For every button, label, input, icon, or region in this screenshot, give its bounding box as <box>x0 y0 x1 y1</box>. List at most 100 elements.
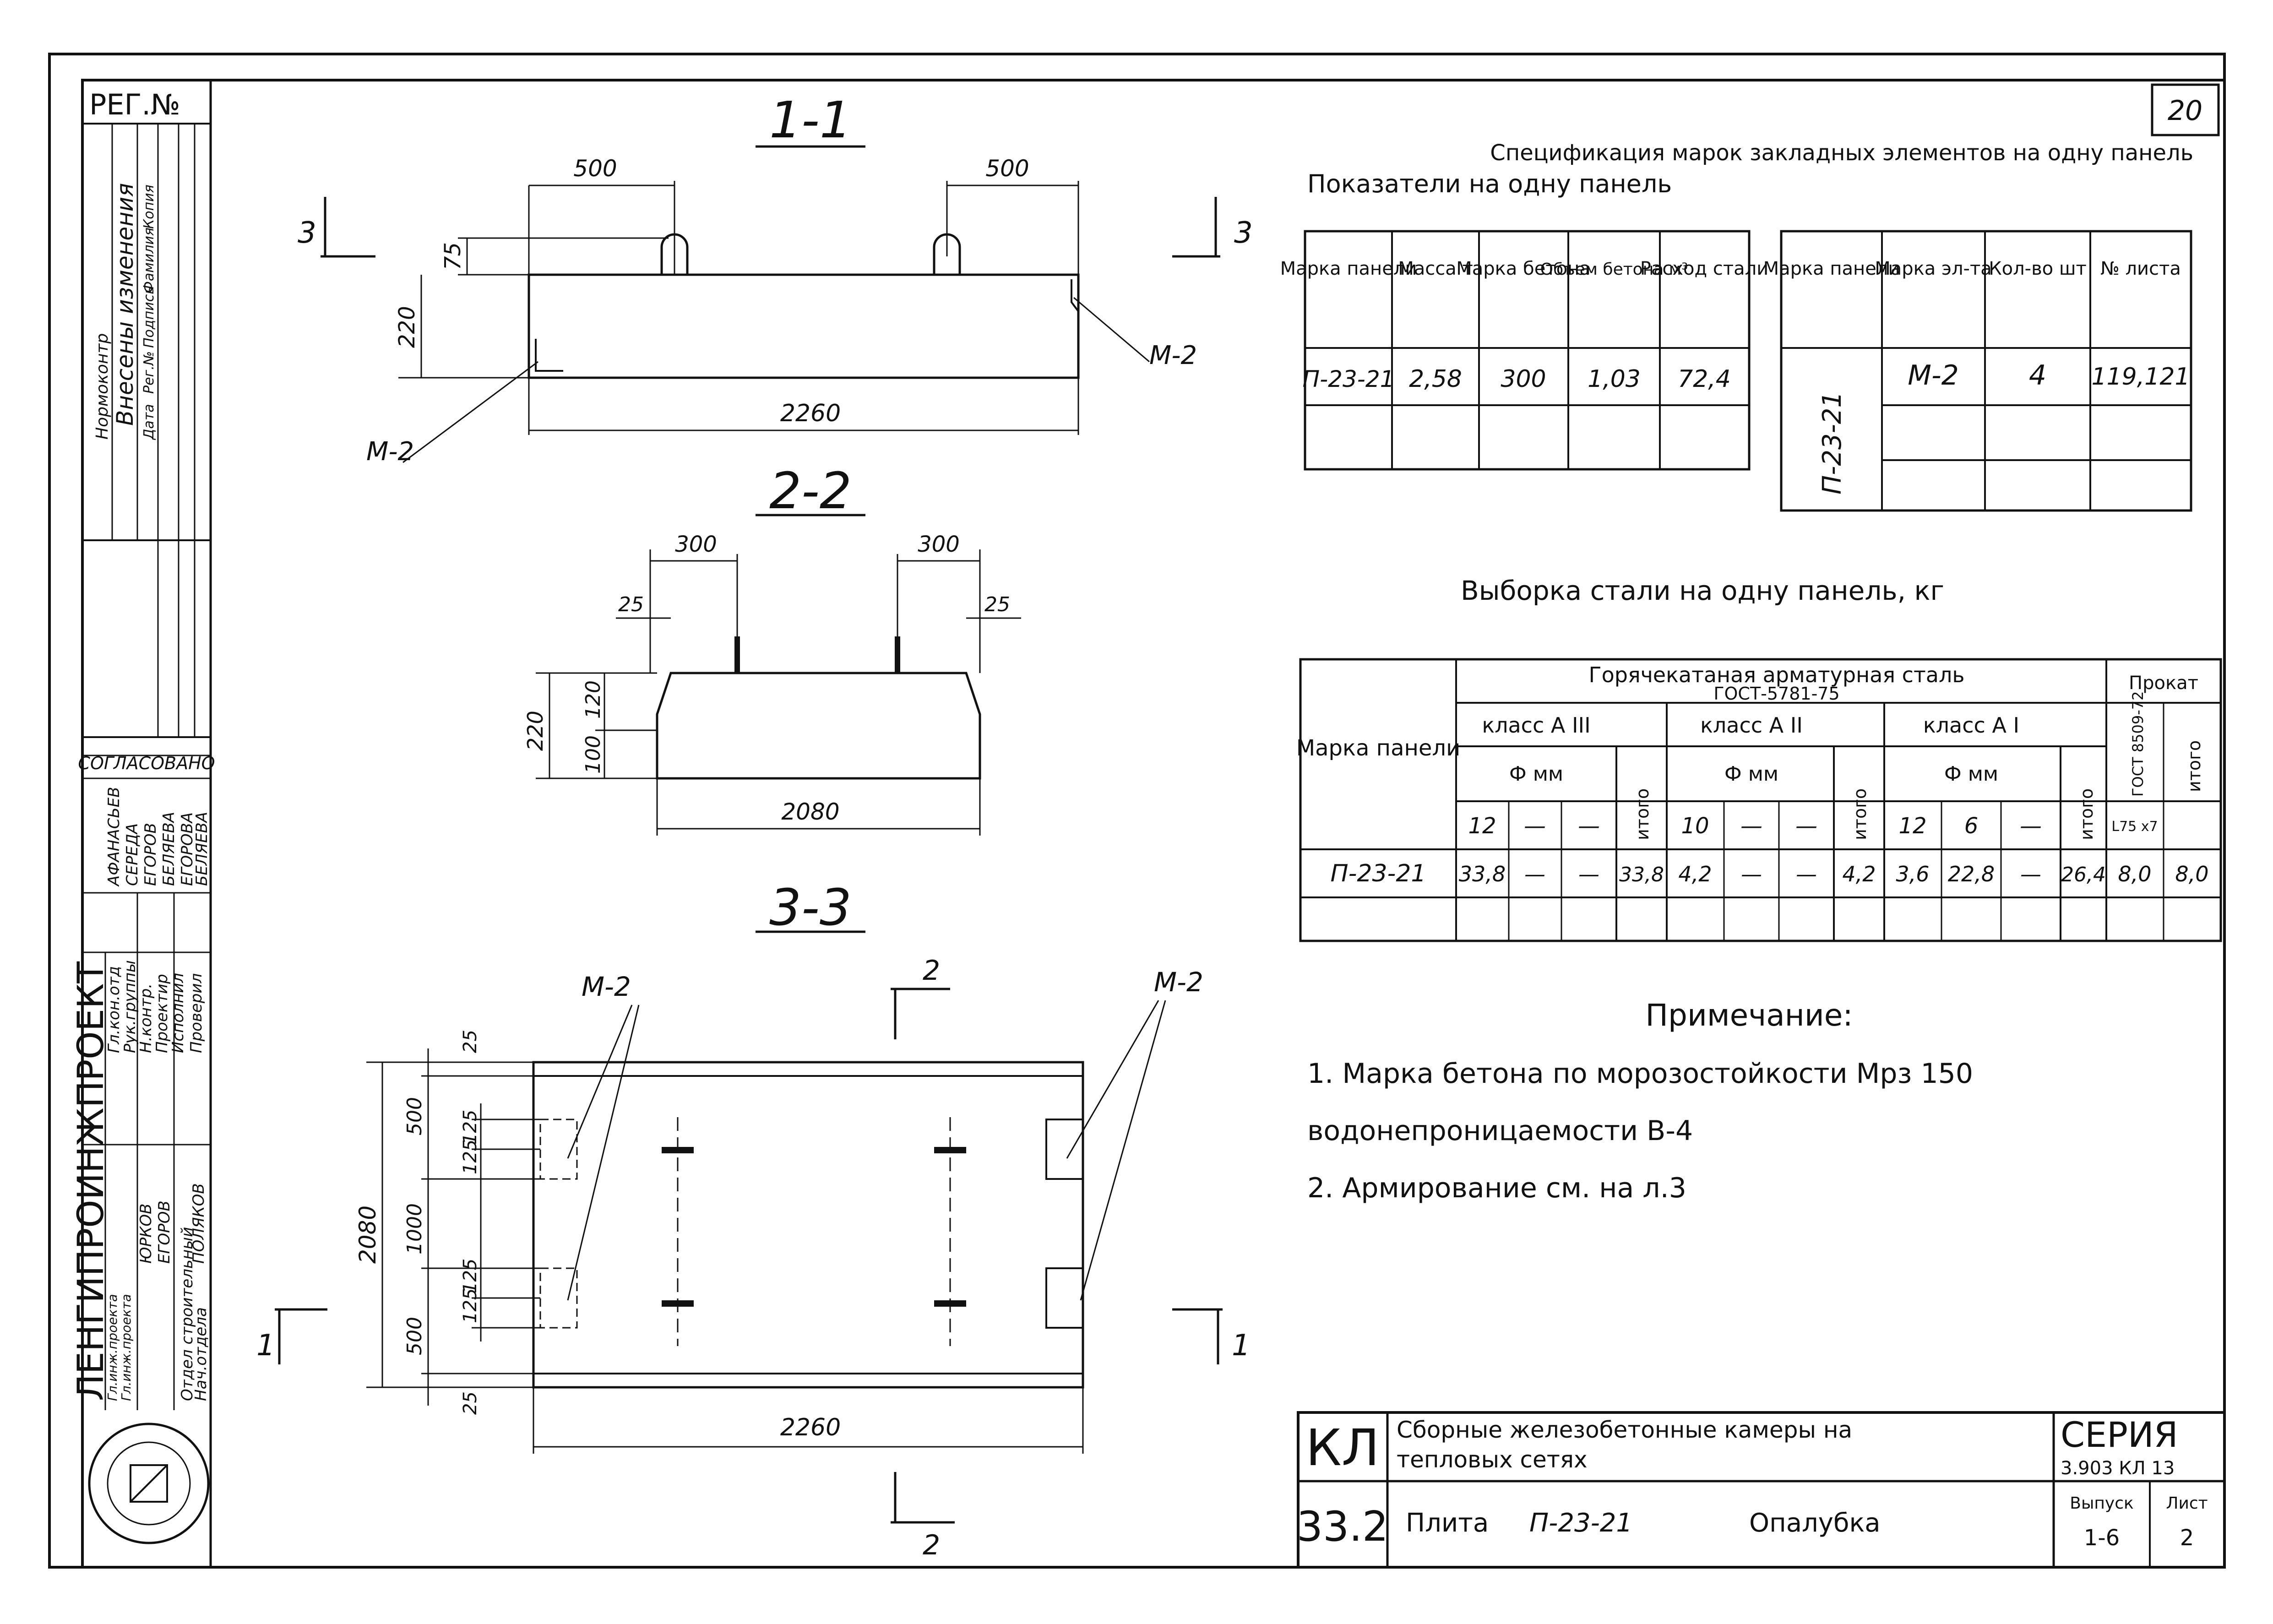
chief-2: Гл.инж.проекта <box>119 1294 134 1401</box>
cut-2-top: 2 <box>923 955 940 987</box>
dim-3-3-l2: 125 <box>460 1110 481 1145</box>
dim-1-1-h1: 75 <box>440 242 466 270</box>
tb-desc1: Сборные железобетонные камеры на <box>1397 1417 1852 1443</box>
spec-table-title: Спецификация марок закладных элементов н… <box>1490 140 2193 166</box>
dim-2-2-h1: 120 <box>582 680 605 719</box>
steel-d1-2: 6 <box>1964 813 1979 839</box>
tb-desc2: тепловых сетях <box>1397 1446 1588 1473</box>
steel-th-gost2: ГОСТ 8509-72 <box>2129 691 2147 797</box>
section-2-2: 2-2 300 300 25 25 220 120 100 2080 <box>523 462 1021 836</box>
steel-th-itogo2: итого <box>1850 788 1870 840</box>
dim-2-2-len: 2080 <box>781 798 839 825</box>
tb-issue-no: 33.2 <box>1297 1503 1388 1551</box>
steel-row-c14: 8,0 <box>2175 862 2208 886</box>
dim-3-3-len: 2260 <box>780 1414 841 1441</box>
norm-control-label: Нормоконтр <box>93 333 112 440</box>
cut-3-left: 3 <box>298 216 316 250</box>
dim-3-3-l6: 125 <box>460 1288 481 1323</box>
dim-2-2-h2: 100 <box>582 735 605 774</box>
steel-row-c9: 3,6 <box>1896 862 1929 886</box>
dim-3-3-l3: 125 <box>460 1140 481 1174</box>
person-4: ПОЛЯКОВ <box>190 1183 208 1264</box>
steel-d1-1: 12 <box>1898 813 1926 839</box>
title-block: КЛ 33.2 Сборные железобетонные камеры на… <box>1297 1411 2226 1569</box>
steel-th-prokat-sub: L75 х7 <box>2111 819 2158 835</box>
steel-row-c1: 33,8 <box>1459 862 1506 886</box>
role-6: Проверил <box>187 973 206 1053</box>
steel-row-c12: 26,4 <box>2061 863 2106 886</box>
tb-list-label: Лист <box>2166 1494 2208 1513</box>
steel-th-main: Горячекатаная арматурная сталь <box>1589 663 1965 687</box>
dim-1-1-len: 2260 <box>780 400 841 427</box>
role-3: Н.контр. <box>137 983 155 1053</box>
panel-th-mark: Марка панели <box>1280 258 1417 279</box>
steel-d3-2: — <box>1524 813 1546 839</box>
steel-th-gost: ГОСТ-5781-75 <box>1713 684 1839 704</box>
person-1: ЮРКОВ <box>137 1204 155 1264</box>
embedded-elements-spec-table: Спецификация марок закладных элементов н… <box>1490 140 2193 512</box>
spec-cell-element: М-2 <box>1908 359 1959 391</box>
steel-row-c8: 4,2 <box>1842 862 1876 886</box>
dim-1-1-w2: 500 <box>985 155 1029 182</box>
steel-row-c4: 33,8 <box>1619 863 1664 886</box>
panel-cell-mark: П-23-21 <box>1303 366 1395 392</box>
m2-label-plan-left: М-2 <box>582 971 631 1002</box>
steel-row-c7: — <box>1796 862 1817 886</box>
spec-th-qty: Кол-во шт <box>1989 258 2087 279</box>
dim-3-3-total: 2080 <box>354 1206 381 1264</box>
panel-indicators-table: Показатели на одну панель Марка панели М… <box>1280 169 1768 471</box>
steel-d2-3: — <box>1795 813 1817 839</box>
panel-cell-volume: 1,03 <box>1588 365 1641 393</box>
steel-th-panel: Марка панели <box>1296 735 1461 761</box>
steel-th-itogo3: итого <box>1632 788 1653 840</box>
steel-th-itogo1: итого <box>2077 788 2097 840</box>
spec-th-panel: Марка панели <box>1763 258 1900 279</box>
tb-vypusk: 1-6 <box>2084 1525 2120 1551</box>
spec-th-element: Марка эл-та <box>1875 258 1992 279</box>
chief-1: Гл.инж.проекта <box>105 1294 120 1401</box>
changes-sub-copy: Копия <box>141 185 157 229</box>
agreed-name-5: ЕГОРОВА <box>178 812 196 886</box>
dim-2-2-w1: 300 <box>675 532 717 557</box>
steel-th-class3: класс А III <box>1482 713 1590 738</box>
panel-th-mass: Масса т <box>1398 258 1473 279</box>
notes-title: Примечание: <box>1645 998 1853 1033</box>
steel-row-c6: — <box>1741 862 1762 886</box>
role-1: Гл.кон.отд <box>105 966 123 1053</box>
steel-th-phi1: Ф мм <box>1944 762 1998 786</box>
cut-3-right: 3 <box>1234 216 1253 250</box>
steel-row-panel: П-23-21 <box>1331 860 1426 887</box>
tb-series-label: СЕРИЯ <box>2061 1414 2178 1455</box>
changes-sub-reg: Рег.№ <box>141 351 157 394</box>
dim-3-3-l5: 125 <box>460 1259 481 1293</box>
agreed-name-3: ЕГОРОВ <box>141 823 160 886</box>
m2-label-right: М-2 <box>1149 341 1197 370</box>
spec-cell-sheet: 119,121 <box>2091 363 2190 391</box>
note-line-3: 2. Армирование см. на л.3 <box>1307 1172 1686 1204</box>
dim-3-3-l1: 500 <box>403 1097 426 1135</box>
section-1-1: 1-1 500 500 75 220 2260 М-2 М-2 <box>298 91 1253 467</box>
spec-cell-panel: П-23-21 <box>1817 391 1847 494</box>
steel-table-title: Выборка стали на одну панель, кг <box>1461 575 1944 606</box>
tb-code: КЛ <box>1306 1418 1380 1477</box>
steel-d2-2: — <box>1740 813 1762 839</box>
agreed-name-4: БЕЛЯЕВА <box>160 812 178 886</box>
tb-item: Плита <box>1406 1508 1489 1538</box>
steel-row-c11: — <box>2020 862 2041 886</box>
panel-th-concrete: Марка бетона <box>1456 258 1591 279</box>
m2-label-left: М-2 <box>366 437 414 467</box>
dim-2-2-e2: 25 <box>984 593 1010 616</box>
dim-1-1-h2: 220 <box>394 306 420 348</box>
reg-label: РЕГ.№ <box>89 88 180 121</box>
panel-cell-concrete: 300 <box>1501 365 1546 393</box>
agreed-name-2: СЕРЕДА <box>123 823 141 886</box>
dim-1-1-w1: 500 <box>573 155 617 182</box>
dim-3-3-l0: 25 <box>460 1030 481 1053</box>
section-3-3-title: 3-3 <box>769 878 852 937</box>
changes-sub-name: Фамилия <box>141 228 157 293</box>
org-name: ЛЕНГИПРОИНЖПРОЕКТ <box>71 961 112 1401</box>
tb-kind: Опалубка <box>1749 1508 1881 1538</box>
panel-cell-steel: 72,4 <box>1678 365 1731 393</box>
org-seal <box>88 1423 210 1544</box>
